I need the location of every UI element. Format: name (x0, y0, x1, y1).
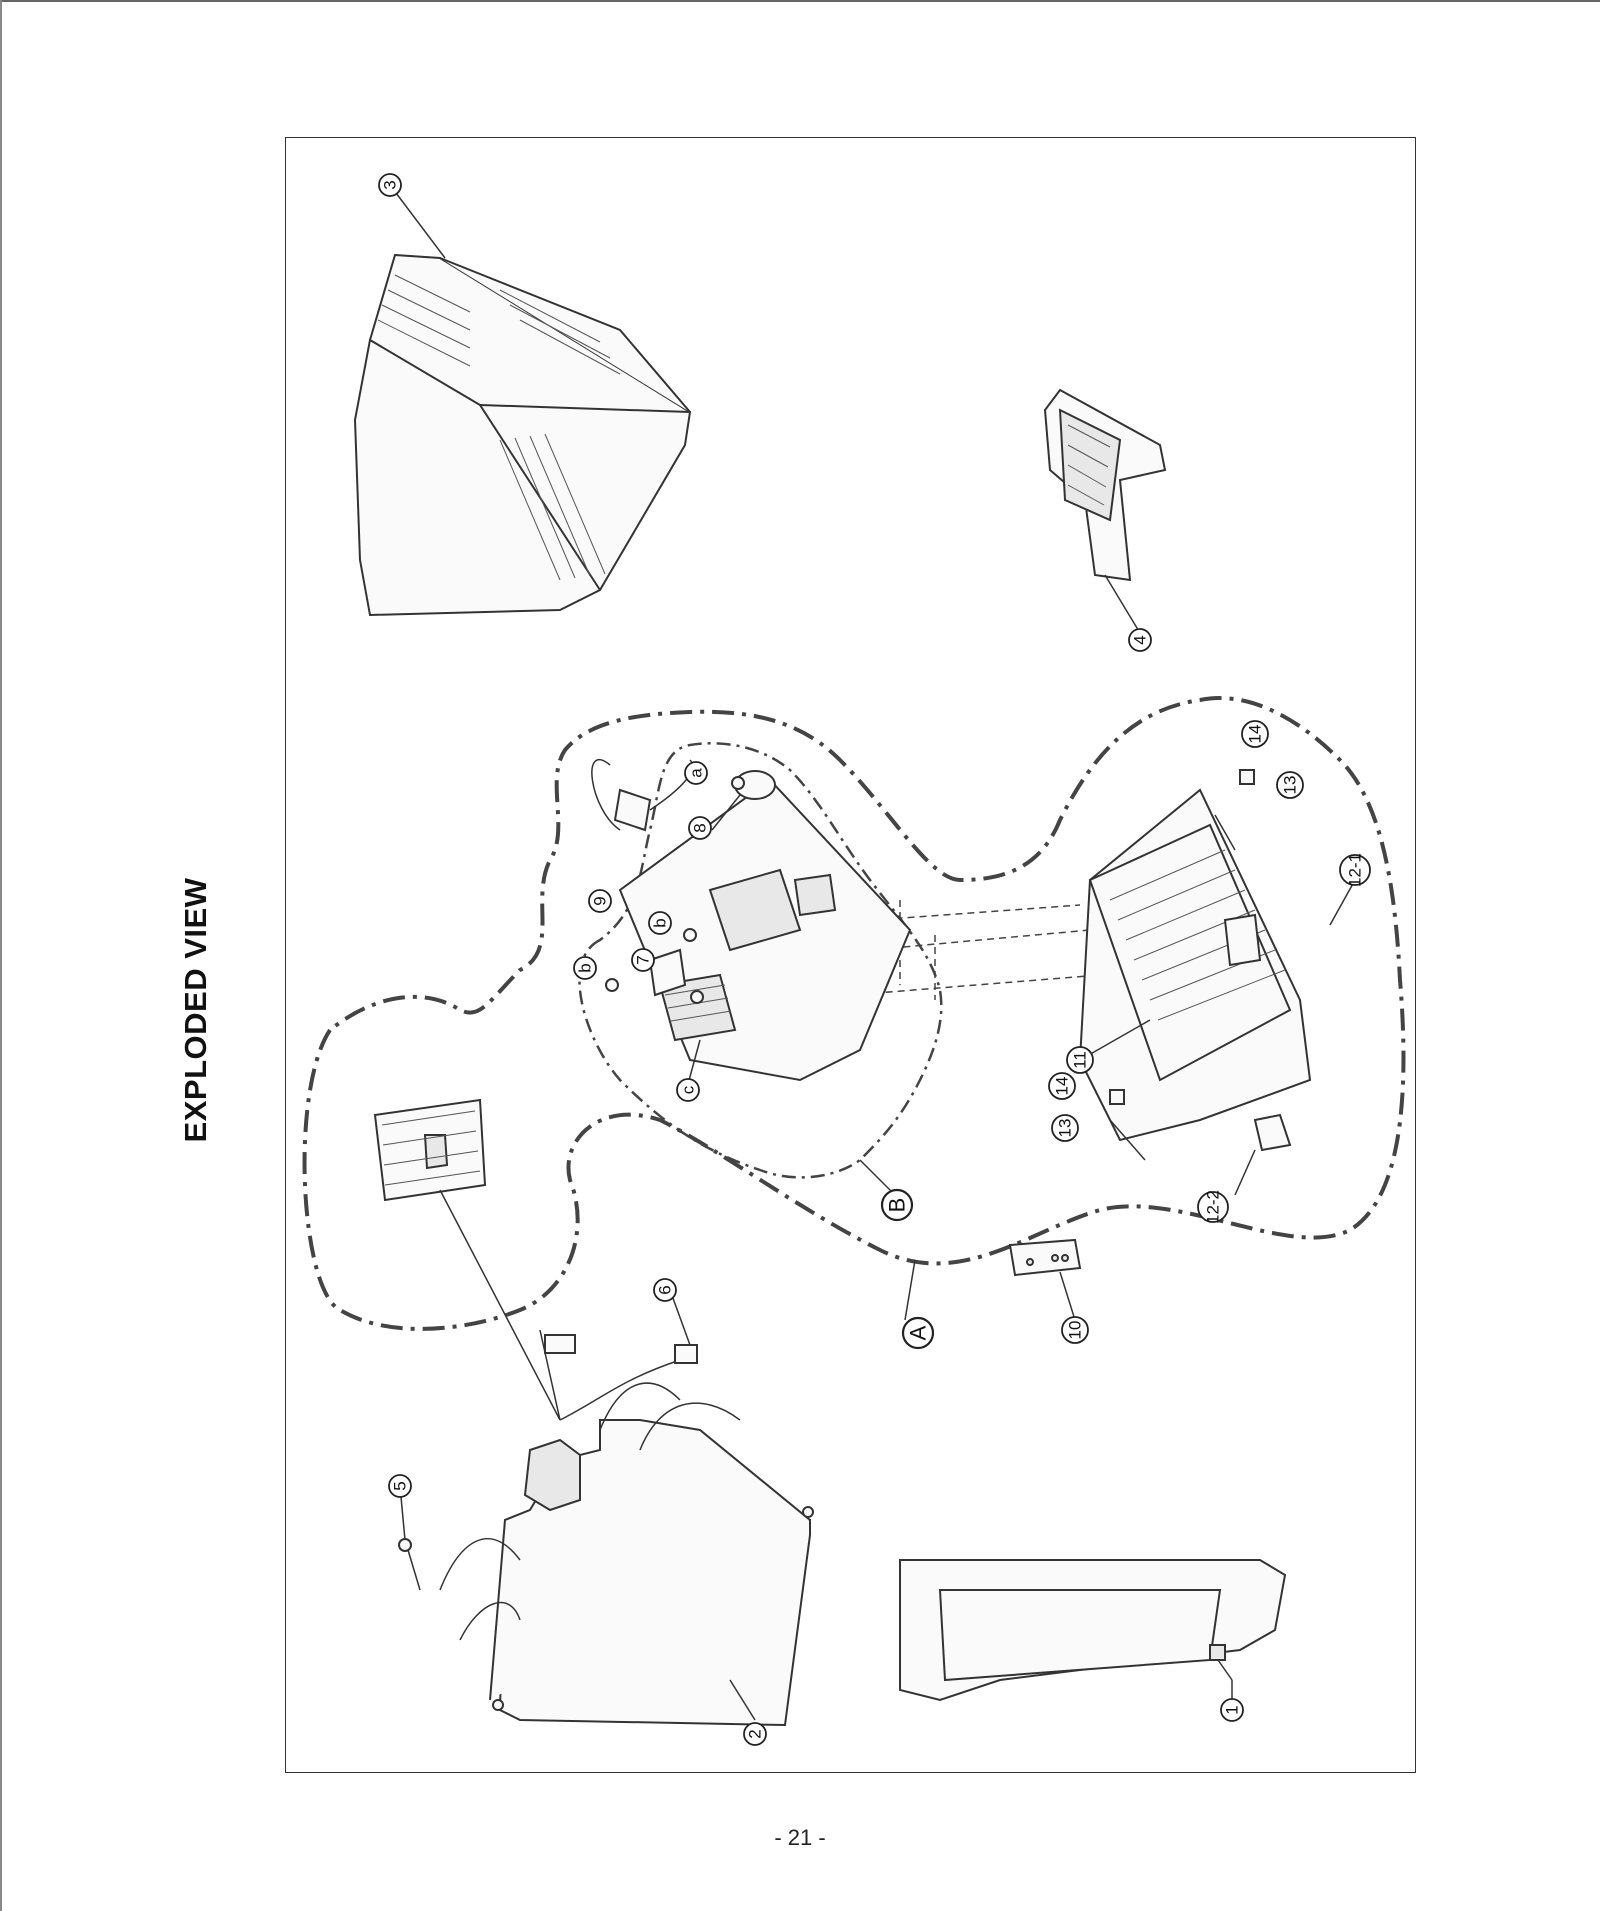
diagram-frame (285, 137, 1416, 1773)
assembly-b-outline (578, 742, 943, 1179)
leader-line (1059, 1271, 1076, 1321)
chassis-part (1078, 788, 1312, 1142)
callout-4: 4 (1128, 628, 1152, 652)
back-cover-part (353, 253, 692, 617)
control-panel-part (1008, 1238, 1082, 1277)
svg-text:12-2: 12-2 (1204, 1190, 1223, 1224)
page-border-top (0, 0, 1600, 2)
leader-line (729, 1679, 756, 1721)
callout-9: 9 (588, 889, 612, 913)
svg-text:B: B (885, 1198, 910, 1213)
main-board-part (618, 778, 912, 1082)
svg-text:1: 1 (1223, 1705, 1242, 1714)
callout-a: a (684, 761, 708, 785)
svg-text:7: 7 (634, 955, 653, 964)
callout-13: 13 (1276, 771, 1304, 799)
page-number: - 21 - (774, 1825, 826, 1850)
svg-text:5: 5 (391, 1481, 410, 1490)
callout-b: b (573, 956, 597, 980)
link-line (739, 904, 1081, 931)
callout-2: 2 (743, 1722, 767, 1746)
callout-14: 14 (1241, 720, 1269, 748)
callout-5: 5 (388, 1474, 412, 1498)
svg-text:b: b (651, 918, 670, 927)
leader-line (687, 1039, 701, 1085)
svg-text:10: 10 (1066, 1321, 1085, 1340)
svg-text:6: 6 (656, 1285, 675, 1294)
harness-part (539, 1329, 698, 1421)
leader-line (389, 184, 446, 259)
svg-text:14: 14 (1053, 1077, 1072, 1096)
bracket-12-2-part (1253, 1113, 1292, 1152)
callout-12-1: 12-1 (1339, 853, 1371, 887)
svg-text:4: 4 (1131, 635, 1150, 644)
front-cabinet-part (899, 1559, 1287, 1702)
leader-line (1329, 879, 1356, 926)
screw-5-part (398, 1538, 421, 1591)
callout-6: 6 (653, 1278, 677, 1302)
clip-14-part (1109, 769, 1255, 1105)
svg-text:11: 11 (1071, 1051, 1090, 1069)
svg-text:13: 13 (1056, 1119, 1075, 1138)
svg-text:a: a (687, 768, 706, 778)
callout-13: 13 (1051, 1114, 1079, 1142)
svg-text:c: c (679, 1085, 698, 1094)
assembly-a-outline (302, 696, 1406, 1331)
svg-text:A: A (906, 1325, 931, 1340)
svg-text:12-1: 12-1 (1346, 853, 1365, 887)
bracket-part (605, 776, 745, 1004)
svg-text:8: 8 (691, 823, 710, 832)
leader-line (1234, 1149, 1256, 1196)
callout-c: c (676, 1078, 700, 1102)
callout-10: 10 (1061, 1316, 1089, 1344)
svg-text:b: b (576, 963, 595, 972)
callout-8: 8 (688, 816, 712, 840)
callout-12-2: 12-2 (1197, 1190, 1229, 1224)
callout-b: b (648, 911, 672, 935)
flyback-part (711, 770, 776, 831)
svg-text:13: 13 (1281, 776, 1300, 795)
link-line (759, 929, 1091, 961)
svg-text:9: 9 (591, 896, 610, 905)
crt-tube-part (439, 1382, 814, 1727)
callout-3: 3 (378, 173, 402, 197)
callout-14: 14 (1048, 1072, 1076, 1100)
callout-11: 11 (1066, 1046, 1094, 1074)
stand-part (1043, 388, 1167, 582)
svg-text:14: 14 (1246, 725, 1265, 744)
page-border-left (0, 0, 2, 1911)
callout-B: B (880, 1188, 914, 1222)
screw-13-part (1109, 814, 1236, 1161)
leader-line (1104, 574, 1141, 634)
power-cord-part (591, 758, 694, 832)
callout-A: A (901, 1316, 935, 1350)
bracket-12-1-part (1223, 913, 1262, 967)
leader-line (904, 1259, 916, 1321)
svg-text:3: 3 (381, 180, 400, 189)
svg-text:2: 2 (746, 1729, 765, 1738)
leader-line (669, 1289, 691, 1346)
callout-7: 7 (631, 948, 655, 972)
callout-1: 1 (1220, 1698, 1244, 1722)
deflection-yoke-part (373, 1098, 561, 1421)
